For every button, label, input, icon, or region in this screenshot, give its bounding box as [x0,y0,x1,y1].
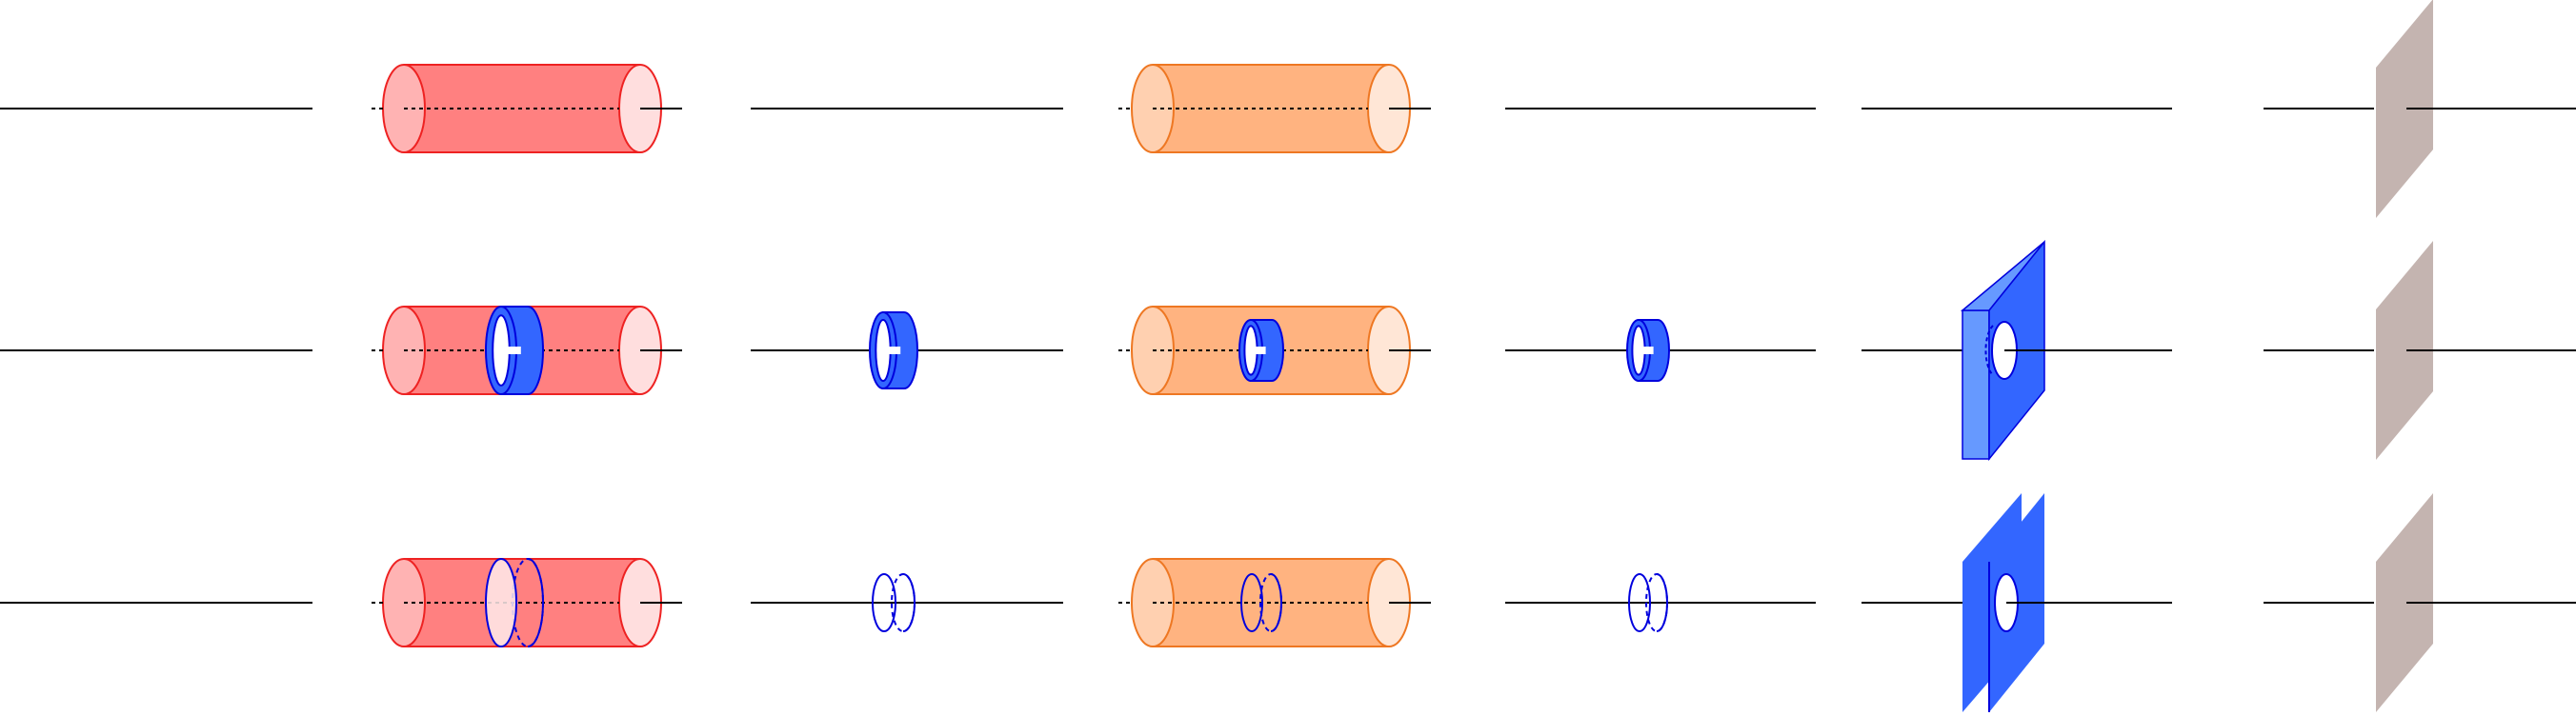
solid-ring-icon [485,306,544,395]
col4-orange-cylinder-group [1118,558,1431,647]
col4-orange-cylinder-group [1118,64,1431,153]
col7-group [2264,493,2576,712]
col3-group [751,573,1063,632]
solid-ring-icon [1626,319,1670,382]
plate-side-face [1962,309,1990,460]
ring-front-outline [872,573,896,632]
outline-ring-icon [1240,573,1282,632]
col7-group [2264,241,2576,460]
ring-back-arc [902,573,916,632]
brown-plate-icon [2376,493,2433,712]
solid-ring-icon [869,311,918,389]
col5-group [1505,573,1816,632]
brown-plate-icon [2376,0,2433,218]
ring-back-arc [1656,573,1668,632]
ring-front-outline [485,558,517,647]
col6-group [1862,239,2172,462]
ring-slit [884,347,901,354]
col6-group [1862,493,2172,712]
col2-red-cylinder-group [372,64,682,153]
cylinder-body [1153,65,1410,152]
col2-red-cylinder-group [372,306,682,395]
outline-ring-icon [485,558,544,647]
col2-red-cylinder-group [372,558,682,647]
ring-back-arc [527,558,544,647]
col3-group [751,311,1063,389]
solid-ring-icon [1238,319,1284,382]
outline-ring-icon [872,573,916,632]
plate-hole-back [1984,325,1994,376]
row-bottom [0,493,2576,712]
col7-group [2264,0,2576,218]
red-cylinder-icon [382,64,662,153]
col4-orange-cylinder-group [1118,306,1431,395]
ring-front-outline [1628,573,1651,632]
row-top [0,0,2576,218]
brown-plate-icon [2376,241,2433,460]
col5-group [1505,319,1816,382]
ring-slit [1640,347,1654,354]
cylinder-body [404,559,661,646]
cylinder-body [404,65,661,152]
row-middle [0,239,2576,462]
outline-ring-icon [1628,573,1668,632]
ring-back-arc [1270,573,1282,632]
ring-slit [1252,347,1266,354]
ring-slit [502,347,521,354]
ring-front-outline [1240,573,1263,632]
